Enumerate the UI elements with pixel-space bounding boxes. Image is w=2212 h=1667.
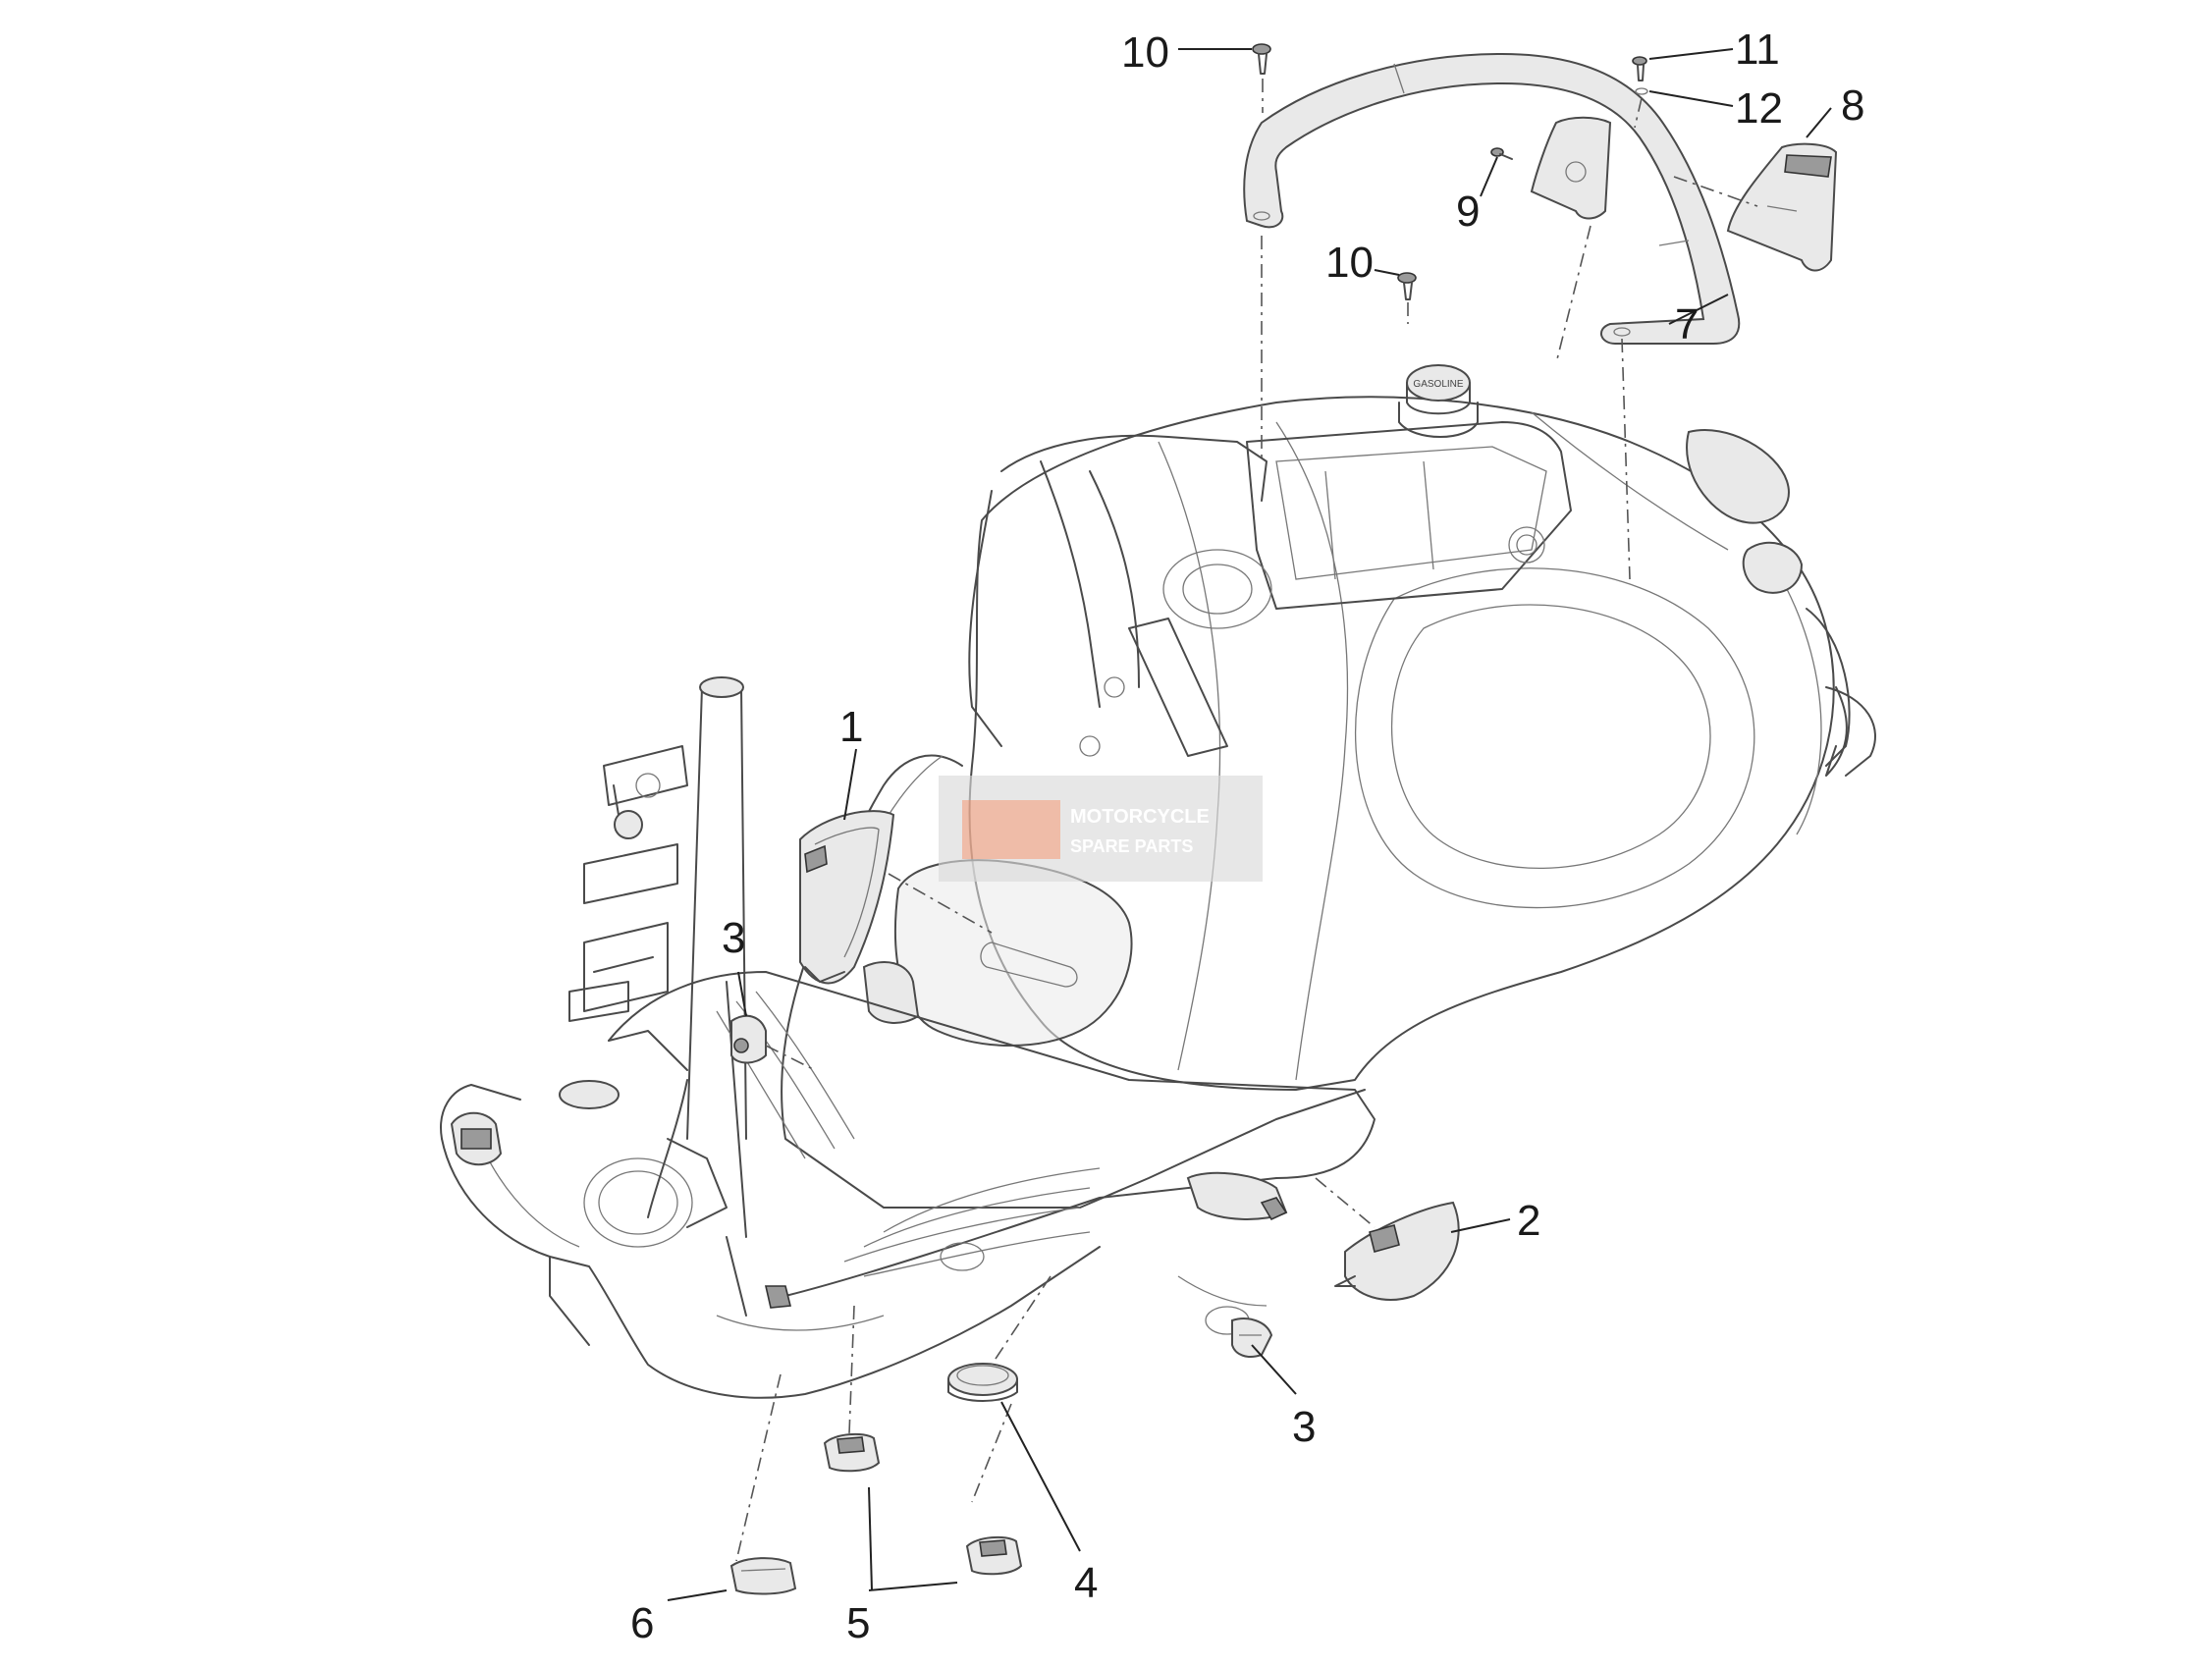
part-9-screw[interactable] (1490, 147, 1513, 160)
part-7-grab-rail[interactable] (1243, 52, 1741, 345)
part-3-cap-front[interactable] (730, 1014, 767, 1064)
rail-bracket (1530, 116, 1612, 220)
leader-lines (667, 48, 1832, 1601)
callout-6: 6 (630, 1599, 654, 1647)
steering-column (559, 676, 747, 1228)
callout-7: 7 (1675, 300, 1699, 349)
watermark-line-1: MOTORCYCLE (1070, 806, 1210, 828)
callout-3-front: 3 (722, 914, 745, 962)
fuel-cap-label: GASOLINE (1413, 379, 1463, 390)
callout-8: 8 (1841, 81, 1864, 130)
callout-10-top: 10 (1121, 28, 1169, 77)
callout-12: 12 (1735, 84, 1783, 133)
callout-2: 2 (1517, 1197, 1540, 1245)
part-3-cap-rear[interactable] (1231, 1317, 1273, 1358)
callout-11: 11 (1735, 26, 1780, 74)
callout-9: 9 (1456, 188, 1480, 236)
part-10-screw-middle[interactable] (1397, 272, 1417, 300)
part-6-rubber-plug[interactable] (729, 1557, 797, 1595)
callout-3-rear: 3 (1292, 1403, 1316, 1451)
callout-labels: 1 2 3 3 4 5 6 7 8 9 10 10 11 12 (630, 26, 1864, 1647)
watermark-logo-block (962, 800, 1060, 859)
part-4-round-plug[interactable] (947, 1363, 1018, 1402)
callout-1: 1 (839, 703, 863, 751)
part-2-rear-side-cover[interactable] (1334, 1201, 1460, 1301)
scooter-body: GASOLINE (440, 364, 1876, 1399)
callout-4: 4 (1074, 1559, 1098, 1607)
part-5-rubber-plug-lower[interactable] (965, 1535, 1023, 1576)
part-11-screw[interactable] (1632, 56, 1647, 81)
part-12-washer[interactable] (1635, 87, 1648, 95)
part-10-screw-top[interactable] (1252, 43, 1271, 75)
callout-5: 5 (846, 1599, 870, 1647)
fuel-cap: GASOLINE (1398, 364, 1479, 438)
part-5-rubber-plug-upper[interactable] (823, 1432, 881, 1473)
part-8-rail-end-cover[interactable] (1726, 142, 1838, 272)
part-1-glovebox-cover[interactable] (799, 810, 895, 985)
watermark: MOTORCYCLE SPARE PARTS (939, 776, 1263, 882)
callout-10-middle: 10 (1325, 239, 1374, 287)
watermark-line-2: SPARE PARTS (1070, 836, 1193, 856)
